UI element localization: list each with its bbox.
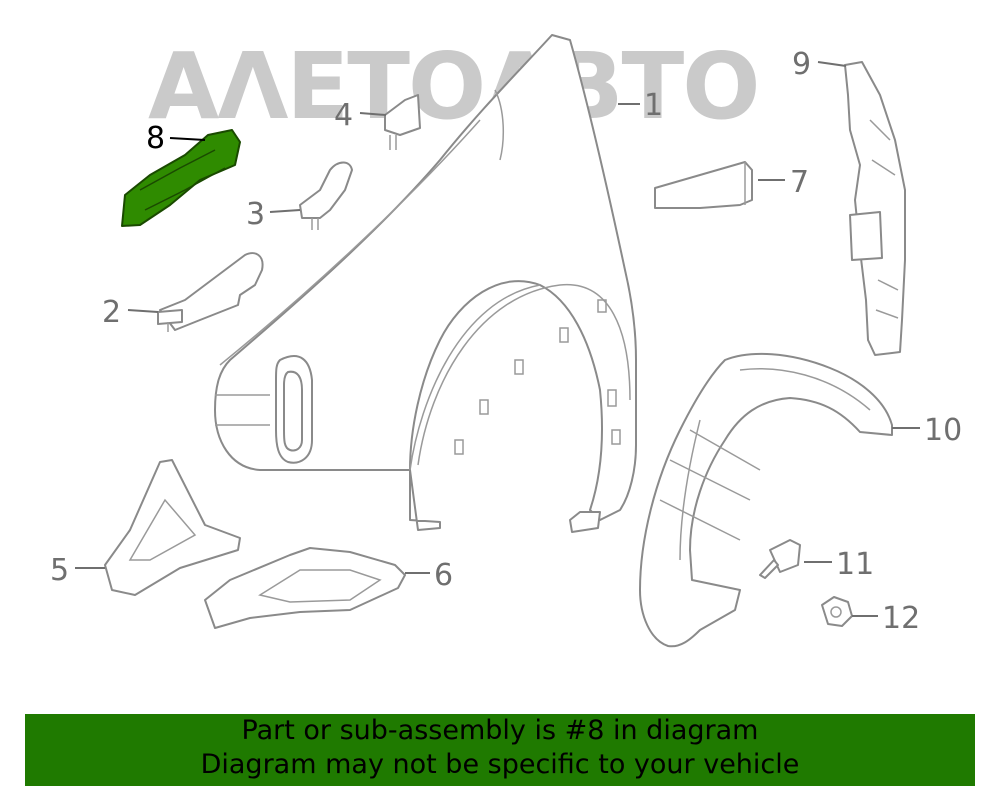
leader-9: [817, 61, 847, 67]
leader-2: [127, 309, 159, 313]
banner-line-1: Part or sub-assembly is #8 in diagram: [241, 715, 759, 746]
callout-2: 2: [102, 295, 121, 330]
callout-9: 9: [792, 47, 811, 82]
callout-12: 12: [882, 601, 920, 636]
callout-11: 11: [836, 547, 874, 582]
part-4-bracket: [384, 94, 421, 150]
part-2-bracket: [157, 252, 264, 332]
leader-8: [169, 137, 206, 141]
part-5-bracket: [104, 459, 241, 596]
leader-3: [269, 209, 301, 213]
part-10-wheel-liner: [639, 352, 893, 648]
part-11-clip: [759, 539, 801, 579]
callout-7: 7: [790, 165, 809, 200]
callout-labels: 1 2 3 4 5 6 7 8 9 10 11 12: [50, 47, 962, 636]
callout-5: 5: [50, 553, 69, 588]
callout-3: 3: [246, 197, 265, 232]
part-7-bracket: [654, 161, 753, 209]
part-12-nut: [821, 596, 853, 627]
part-9-bracket: [844, 61, 906, 356]
watermark-text: ΑΛΕΤΟΑΒΤΟ: [148, 33, 759, 140]
banner-line-2: Diagram may not be specific to your vehi…: [200, 749, 800, 780]
leader-4: [359, 112, 387, 116]
callout-4: 4: [334, 98, 353, 133]
part-8-highlighted: [121, 129, 241, 227]
callout-8: 8: [146, 121, 165, 156]
part-1-fender: [214, 34, 637, 533]
part-3-bracket: [299, 161, 353, 230]
info-banner: Part or sub-assembly is #8 in diagram Di…: [25, 714, 975, 786]
callout-leaders: [75, 61, 920, 617]
callout-6: 6: [434, 558, 453, 593]
part-6-bracket: [204, 547, 406, 629]
callout-1: 1: [644, 88, 663, 123]
callout-10: 10: [924, 413, 962, 448]
